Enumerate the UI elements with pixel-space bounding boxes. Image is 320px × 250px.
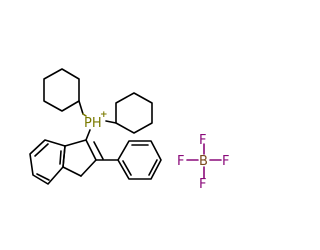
fluorine-right-label: F — [222, 154, 229, 169]
cyclohexyl-ring-left — [43, 68, 80, 112]
fluorine-top-label: F — [199, 133, 206, 148]
boron-label: B — [199, 154, 208, 169]
fluorine-bottom-label: F — [199, 177, 206, 192]
bond-ring-left-to-phosphorus — [78, 100, 84, 115]
bond-phosphorus-to-ring-left — [82, 113, 87, 117]
molecule-canvas: PH + F B F F F — [29, 68, 229, 192]
structure-diagram: PH + F B F F F — [29, 68, 229, 192]
positive-charge-label: + — [100, 110, 108, 120]
cyclohexyl-ring-right — [115, 92, 153, 134]
phosphonium-label: PH — [84, 116, 102, 131]
tetrafluoroborate: F B F F F — [177, 133, 229, 192]
indene-core — [29, 139, 104, 185]
phenyl-ring — [95, 140, 162, 180]
fluorine-left-label: F — [177, 154, 184, 169]
bond-phosphorus-to-indene — [85, 129, 91, 141]
bond-phosphorus-to-ring-right — [105, 120, 117, 124]
